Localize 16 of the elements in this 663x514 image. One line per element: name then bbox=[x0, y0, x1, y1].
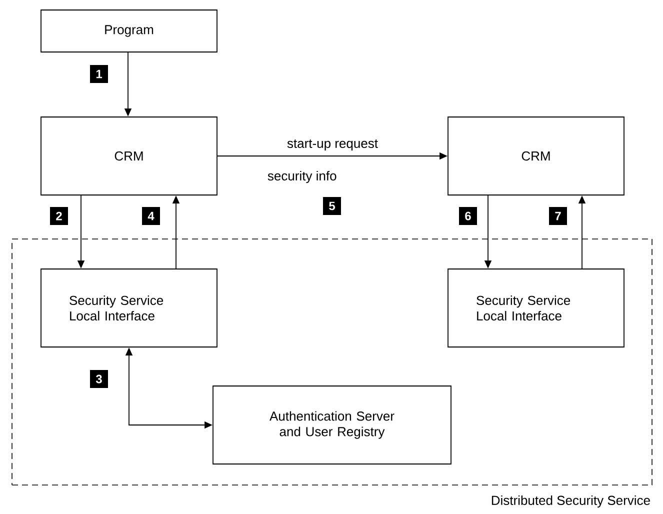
process-box: CRM bbox=[448, 116, 624, 196]
process-box: Program bbox=[40, 10, 218, 52]
edge-label: start-up request bbox=[286, 138, 380, 152]
callout-number: 3 bbox=[90, 370, 108, 388]
process-box: Security Service Local Interface bbox=[448, 268, 624, 348]
process-box: Security Service Local Interface bbox=[40, 268, 218, 348]
callout-number: 4 bbox=[142, 207, 160, 225]
callout-number: 2 bbox=[50, 207, 68, 225]
callout-number: 6 bbox=[459, 207, 477, 225]
callout-number: 5 bbox=[323, 197, 341, 215]
callout-number: 7 bbox=[549, 207, 567, 225]
callout-number: 1 bbox=[90, 65, 108, 83]
note-text: security info bbox=[268, 170, 336, 184]
group-label: Distributed Security Service bbox=[492, 495, 650, 508]
process-box: Authentication Server and User Registry bbox=[212, 386, 452, 464]
process-box: CRM bbox=[40, 116, 218, 196]
